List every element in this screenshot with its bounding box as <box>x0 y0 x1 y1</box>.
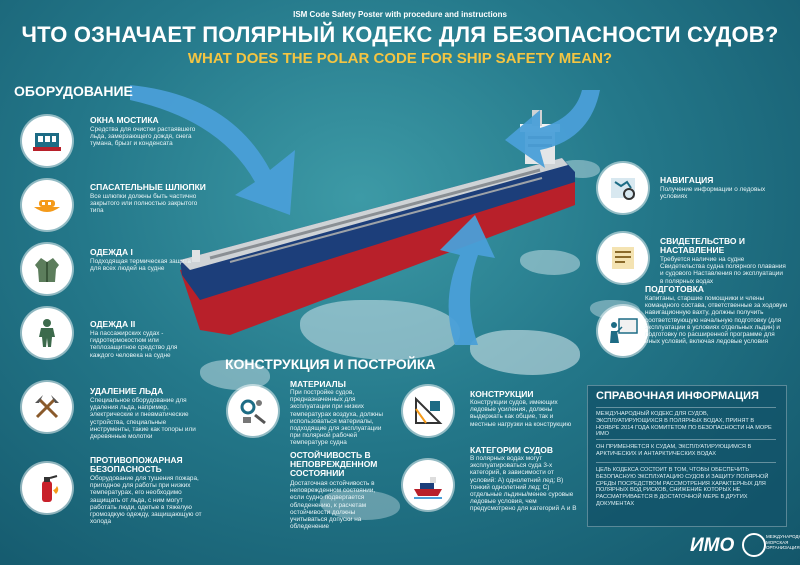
item-title: ПОДГОТОВКА <box>645 284 705 294</box>
item-text: Капитаны, старшие помощники и члены кома… <box>645 295 788 346</box>
item-text: В полярных водах могут эксплуатироваться… <box>470 455 577 513</box>
ship-categories-icon <box>403 460 453 510</box>
ice-floe <box>320 490 400 520</box>
imo-subtitle: МЕЖДУНАРОДНАЯ МОРСКАЯ ОРГАНИЗАЦИЯ <box>766 534 800 550</box>
fire-extinguisher-icon <box>22 463 72 513</box>
ice-floe <box>470 330 580 375</box>
reference-paragraph: ЦЕЛЬ КОДЕКСА СОСТОИТ В ТОМ, ЧТОБЫ ОБЕСПЕ… <box>596 467 769 507</box>
item-title: НАВИГАЦИЯ <box>660 175 714 185</box>
item-title: КОНСТРУКЦИИ <box>470 389 534 399</box>
certificate-icon <box>598 233 648 283</box>
item-title: КАТЕГОРИИ СУДОВ <box>470 445 554 455</box>
ice-floe <box>300 300 460 360</box>
imo-logo: ИМО <box>690 535 735 556</box>
survival-suit-icon <box>22 308 72 358</box>
item-text: Специальное оборудование для удаления ль… <box>90 397 196 441</box>
item-title: МАТЕРИАЛЫ <box>290 379 346 389</box>
ice-floe <box>200 360 270 390</box>
item-text: Требуется наличие на судне Свидетельства… <box>660 256 786 285</box>
bridge-windows-icon <box>22 116 72 166</box>
item-title: ПРОТИВОПОЖАРНАЯ БЕЗОПАСНОСТЬ <box>90 455 183 474</box>
materials-icon <box>228 386 278 436</box>
item-text: Подходящая термическая защита для всех л… <box>90 258 191 273</box>
divider <box>596 407 776 408</box>
training-icon <box>598 306 648 356</box>
title-english: WHAT DOES THE POLAR CODE FOR SHIP SAFETY… <box>187 50 613 67</box>
construction-heading: КОНСТРУКЦИЯ И ПОСТРОЙКА <box>225 356 436 372</box>
reference-title: СПРАВОЧНАЯ ИНФОРМАЦИЯ <box>596 390 759 402</box>
structure-icon <box>403 386 453 436</box>
top-caption: ISM Code Safety Poster with procedure an… <box>293 10 507 19</box>
item-text: На пассажирских судах - гидротермокостюм… <box>90 330 178 359</box>
navigation-icon <box>598 163 648 213</box>
equipment-heading: ОБОРУДОВАНИЕ <box>14 83 133 99</box>
item-title: ОДЕЖДА II <box>90 319 136 329</box>
item-text: Достаточная остойчивость в неповрежденно… <box>290 480 376 531</box>
item-title: ОСТОЙЧИВОСТЬ В НЕПОВРЕЖДЕННОМ СОСТОЯНИИ <box>290 450 378 478</box>
title-russian: ЧТО ОЗНАЧАЕТ ПОЛЯРНЫЙ КОДЕКС ДЛЯ БЕЗОПАС… <box>21 22 779 47</box>
item-text: Средства для очистки растаявшего льда, з… <box>90 126 196 148</box>
item-text: При постройке судов, предназначенных для… <box>290 389 384 447</box>
item-text: Оборудование для тушения пожара, пригодн… <box>90 475 202 526</box>
tanker-ship-illustration <box>180 110 575 335</box>
item-title: СПАСАТЕЛЬНЫЕ ШЛЮПКИ <box>90 182 206 192</box>
ice-tools-icon <box>22 382 72 432</box>
jacket-icon <box>22 244 72 294</box>
imo-emblem-icon <box>742 533 766 557</box>
item-title: ОДЕЖДА I <box>90 247 133 257</box>
item-title: СВИДЕТЕЛЬСТВО И НАСТАВЛЕНИЕ <box>660 236 745 255</box>
divider <box>596 439 776 440</box>
divider <box>596 462 776 463</box>
lifeboat-icon <box>22 180 72 230</box>
ice-floe <box>520 250 580 275</box>
reference-box: СПРАВОЧНАЯ ИНФОРМАЦИЯ МЕЖДУНАРОДНЫЙ КОДЕ… <box>587 385 787 527</box>
item-text: Конструкции судов, имеющих ледовые усиле… <box>470 399 572 428</box>
item-text: Получение информации о ледовых условиях <box>660 186 766 201</box>
item-text: Все шлюпки должны быть частично закрытог… <box>90 193 198 215</box>
item-title: ОКНА МОСТИКА <box>90 115 159 125</box>
reference-paragraph: ОН ПРИМЕНЯЕТСЯ К СУДАМ, ЭКСПЛУАТИРУЮЩИМС… <box>596 444 752 457</box>
item-title: УДАЛЕНИЕ ЛЬДА <box>90 386 164 396</box>
reference-paragraph: МЕЖДУНАРОДНЫЙ КОДЕКС ДЛЯ СУДОВ, ЭКСПЛУАТ… <box>596 411 772 438</box>
